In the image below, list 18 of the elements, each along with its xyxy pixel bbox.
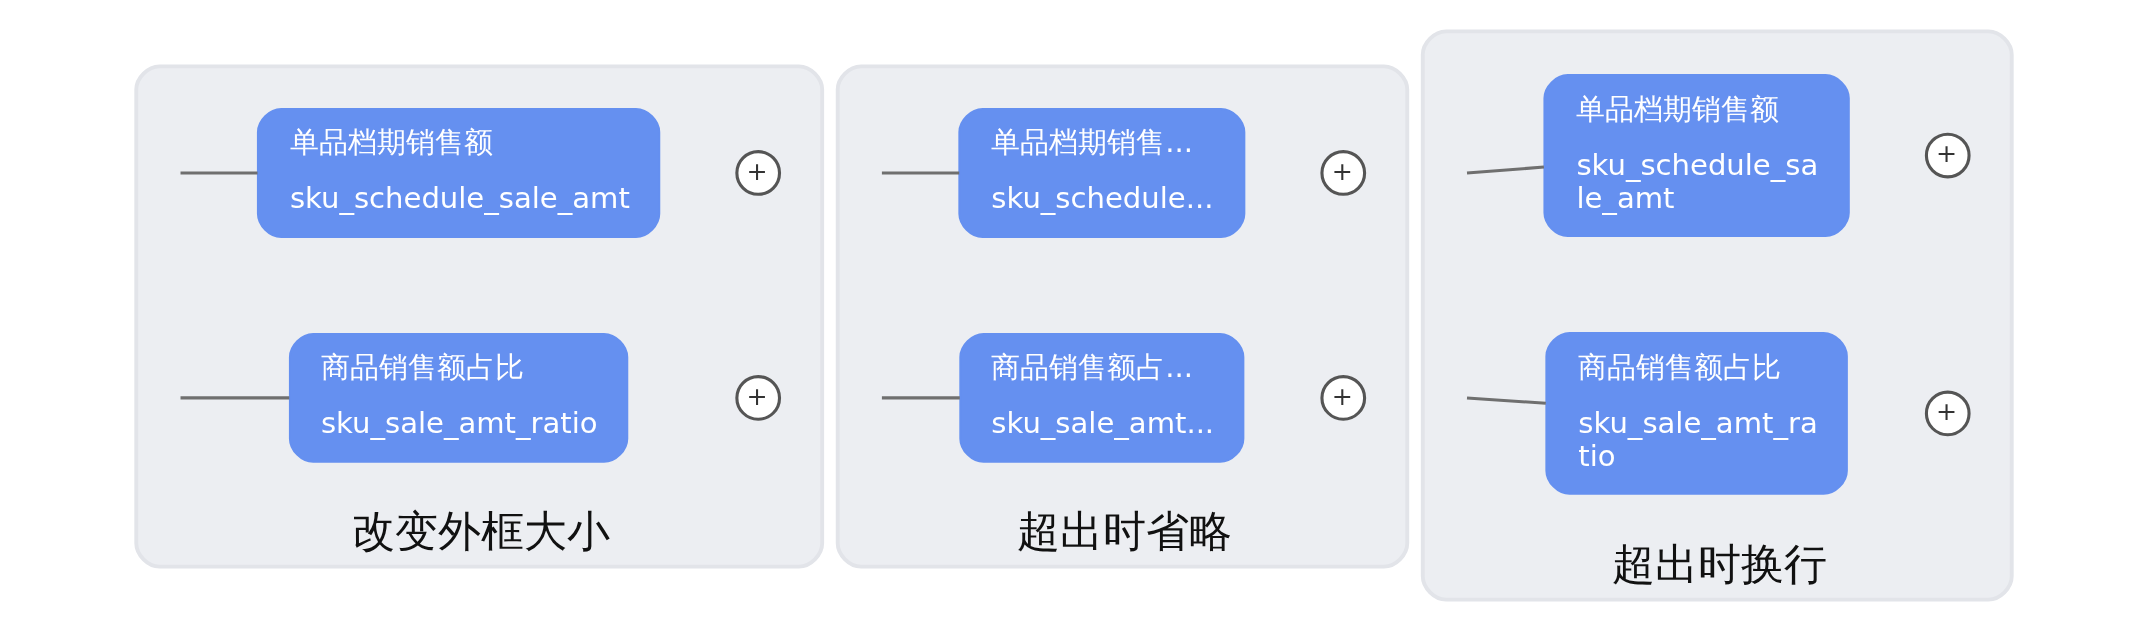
node-box: 商品销售额占比 sku_sale_amt_ra tio [1544, 331, 1848, 495]
node-circle: + [1319, 150, 1366, 196]
node-box: 商品销售额占比 sku_sale_amt_ratio [288, 332, 628, 463]
node-box: 单品档期销售额 sku_schedule_sale_amt [256, 108, 660, 238]
node-circle: + [734, 375, 781, 421]
connector [881, 396, 960, 400]
node-box: 单品档期销售... sku_schedule... [957, 108, 1245, 238]
connector [1466, 165, 1544, 175]
connector [1466, 396, 1546, 405]
node-circle: + [1319, 375, 1366, 421]
node-circle: + [734, 150, 781, 196]
connector [180, 171, 257, 175]
node-box: 商品销售额占... sku_sale_amt... [958, 332, 1244, 463]
connector [180, 396, 289, 400]
connector [881, 171, 959, 175]
node-circle: + [1924, 390, 1971, 437]
node-box: 单品档期销售额 sku_schedule_sa le_amt [1542, 74, 1850, 237]
node-circle: + [1924, 132, 1971, 179]
